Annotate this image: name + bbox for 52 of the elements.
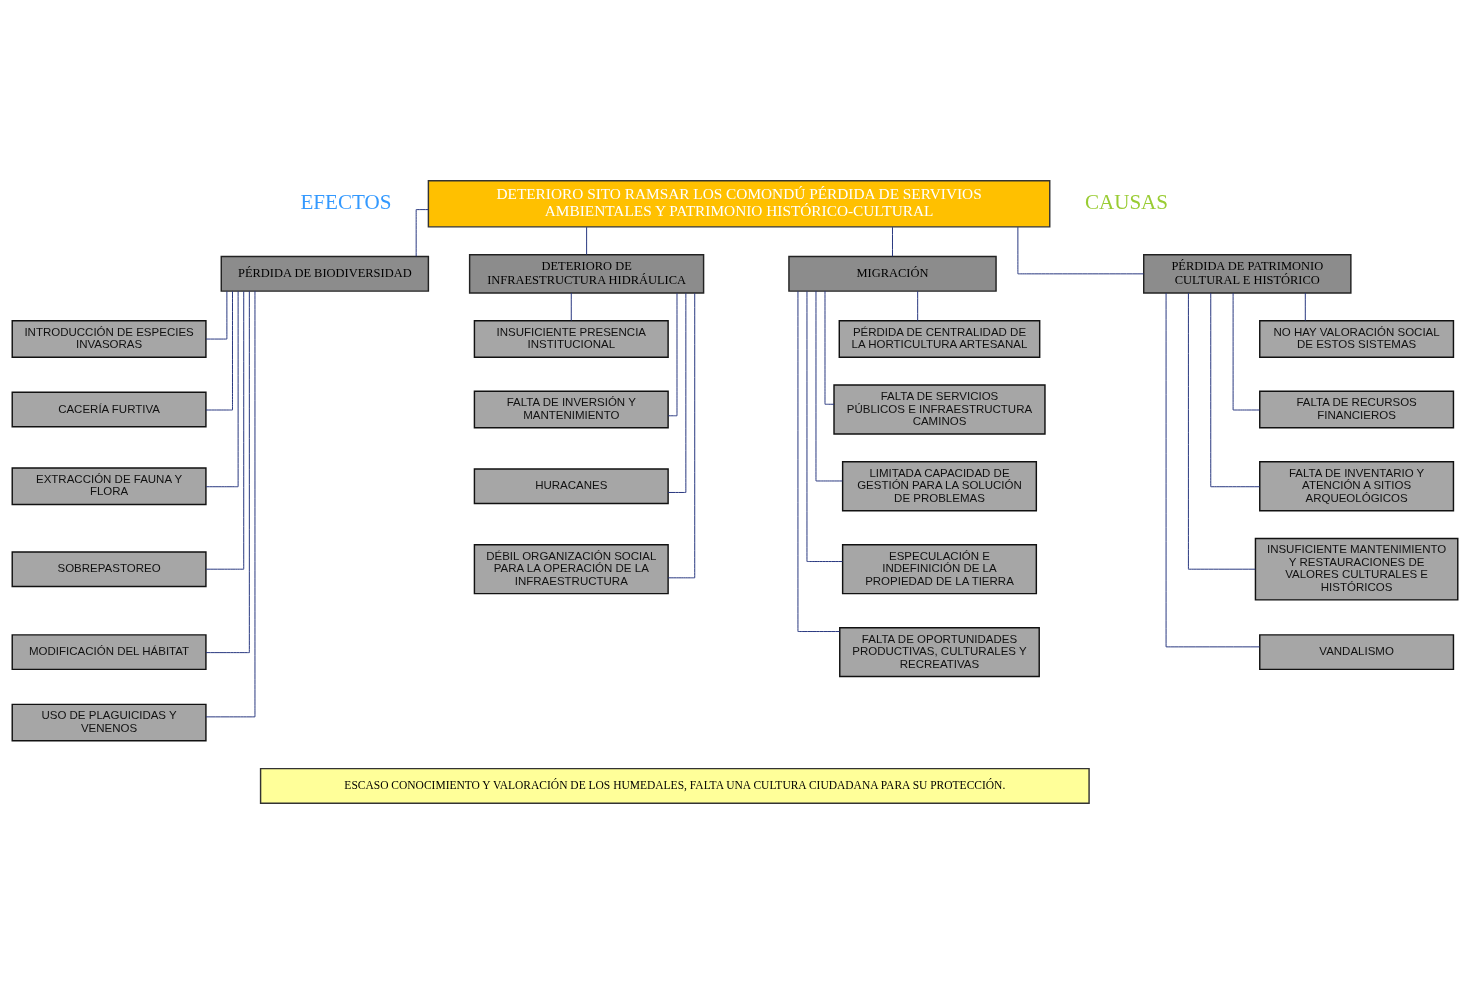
connector: [205, 290, 256, 718]
connector: [1210, 292, 1261, 488]
connector: [824, 290, 835, 405]
connector: [205, 290, 250, 654]
connector: [667, 292, 696, 579]
node-box: DETERIORO DE INFRAESTRUCTURA HIDRÁULICA: [468, 253, 705, 294]
connector: [570, 292, 572, 322]
node-box: ESPECULACIÓN E INDEFINICIÓN DE LA PROPIEDAD DE LA TIERRA: [841, 544, 1038, 595]
node-box: FALTA DE RECURSOS FINANCIEROS: [1259, 390, 1455, 429]
label: CAUSAS: [1084, 190, 1169, 215]
node-box: INSUFICIENTE MANTENIMIENTO Y RESTAURACIONES DE VALORES CULTURALES E HISTÓRICOS: [1254, 537, 1459, 601]
node-box: FALTA DE SERVICIOS PÚBLICOS E INFRAESTRUCTURA CAMINOS: [833, 384, 1046, 435]
node-box: EXTRACCIÓN DE FAUNA Y FLORA: [11, 467, 207, 506]
connector: [1017, 226, 1145, 275]
connector: [415, 209, 429, 257]
connector: [1232, 292, 1261, 411]
node-box: MODIFICACIÓN DEL HÁBITAT: [11, 634, 207, 671]
connector: [892, 226, 893, 257]
connector: [667, 292, 678, 417]
connector: [1165, 292, 1261, 648]
node-box: VANDALISMO: [1259, 634, 1455, 671]
connector: [205, 290, 233, 411]
node-box: FALTA DE INVENTARIO Y ATENCIÓN A SITIOS ARQUEOLÓGICOS: [1259, 461, 1455, 512]
node-box: INTRODUCCIÓN DE ESPECIES INVASORAS: [11, 320, 207, 358]
node-box: HURACANES: [473, 468, 669, 505]
node-box: MIGRACIÓN: [788, 255, 997, 292]
node-box: PÉRDIDA DE PATRIMONIO CULTURAL E HISTÓRICO: [1143, 253, 1352, 294]
label: EFECTOS: [300, 190, 392, 215]
connector: [667, 292, 687, 493]
node-box: ESCASO CONOCIMIENTO Y VALORACIÓN DE LOS HUMEDALES, FALTA UNA CULTURA CIUDADANA PARA SU PROTECCIÓN.: [259, 767, 1090, 804]
node-box: NO HAY VALORACIÓN SOCIAL DE ESTOS SISTEMAS: [1259, 320, 1455, 358]
connector: [806, 290, 843, 562]
node-box: DETERIORO SITO RAMSAR LOS COMONDÚ PÉRDIDA DE SERVIVIOS AMBIENTALES Y PATRIMONIO HISTÓRICO-CULTURAL: [427, 180, 1051, 228]
connector: [586, 226, 588, 256]
connector: [917, 290, 919, 322]
connector: [1304, 292, 1306, 322]
node-box: INSUFICIENTE PRESENCIA INSTITUCIONAL: [473, 320, 669, 358]
node-box: CACERÍA FURTIVA: [11, 391, 207, 428]
node-box: DÉBIL ORGANIZACIÓN SOCIAL PARA LA OPERACIÓN DE LA INFRAESTRUCTURA: [473, 544, 669, 595]
node-box: PÉRDIDA DE BIODIVERSIDAD: [220, 255, 430, 292]
node-box: FALTA DE OPORTUNIDADES PRODUCTIVAS, CULTURALES Y RECREATIVAS: [839, 626, 1040, 678]
connector: [797, 290, 841, 632]
node-box: USO DE PLAGUICIDAS Y VENENOS: [11, 703, 207, 742]
node-box: SOBREPASTOREO: [11, 551, 207, 588]
connector: [205, 290, 245, 570]
node-box: FALTA DE INVERSIÓN Y MANTENIMIENTO: [473, 390, 669, 429]
node-box: PÉRDIDA DE CENTRALIDAD DE LA HORTICULTURA ARTESANAL: [838, 320, 1041, 358]
connector: [815, 290, 843, 482]
connector: [205, 290, 228, 340]
connector: [1187, 292, 1256, 570]
connector: [205, 290, 239, 488]
node-box: LIMITADA CAPACIDAD DE GESTIÓN PARA LA SOLUCIÓN DE PROBLEMAS: [841, 461, 1038, 512]
